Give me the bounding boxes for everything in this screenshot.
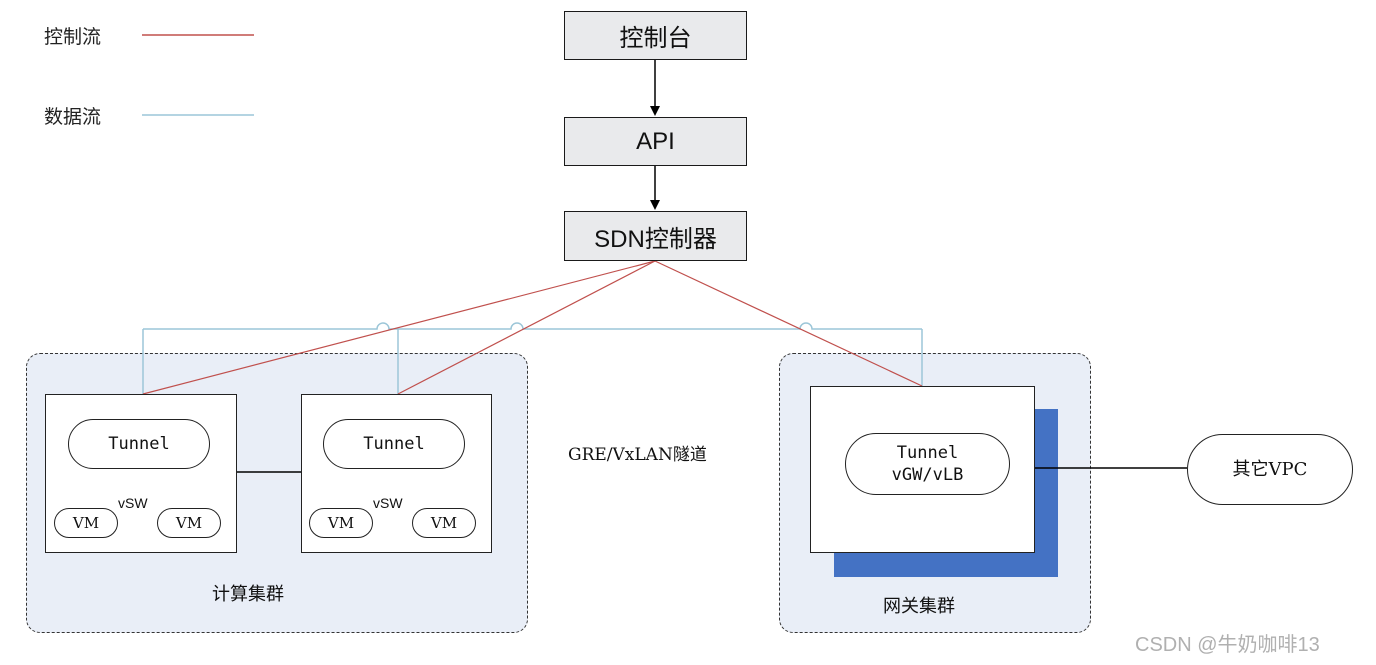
watermark: CSDN @牛奶咖啡13 bbox=[1135, 634, 1320, 656]
control-flow-to-gateway bbox=[654, 260, 923, 387]
api-box: API bbox=[564, 117, 747, 166]
legend-data-flow-label: 数据流 bbox=[44, 106, 102, 128]
control-flow-to-host2 bbox=[397, 260, 656, 395]
other-vpc-label: 其它VPC bbox=[1232, 458, 1308, 480]
host2-tunnel: Tunnel bbox=[323, 419, 465, 469]
data-flow-bus bbox=[143, 322, 922, 330]
gateway-tunnel: Tunnel vGW/vLB bbox=[845, 433, 1010, 495]
gre-vxlan-tunnel-label: GRE/VxLAN隧道 bbox=[568, 445, 707, 465]
host2-tunnel-label: Tunnel bbox=[363, 434, 425, 454]
host1-vsw-label: vSW bbox=[118, 495, 148, 511]
host2-vsw-label: vSW bbox=[373, 495, 403, 511]
console-box: 控制台 bbox=[564, 11, 747, 60]
other-vpc-node: 其它VPC bbox=[1187, 434, 1353, 505]
host2-vm-1: VM bbox=[309, 508, 373, 538]
host1-vm-1: VM bbox=[54, 508, 118, 538]
gateway-tunnel-label: Tunnel bbox=[896, 443, 959, 463]
control-flow-to-host1 bbox=[142, 260, 656, 395]
host1-tunnel: Tunnel bbox=[68, 419, 210, 469]
compute-cluster-label: 计算集群 bbox=[212, 584, 284, 605]
sdn-controller-box: SDN控制器 bbox=[564, 211, 747, 261]
legend-control-flow-label: 控制流 bbox=[44, 26, 102, 48]
gateway-cluster-label: 网关集群 bbox=[883, 596, 955, 617]
host1-vm-2: VM bbox=[157, 508, 221, 538]
host2-vm-2: VM bbox=[412, 508, 476, 538]
gateway-vgw-vlb-label: vGW/vLB bbox=[891, 465, 964, 485]
host1-tunnel-label: Tunnel bbox=[108, 434, 170, 454]
